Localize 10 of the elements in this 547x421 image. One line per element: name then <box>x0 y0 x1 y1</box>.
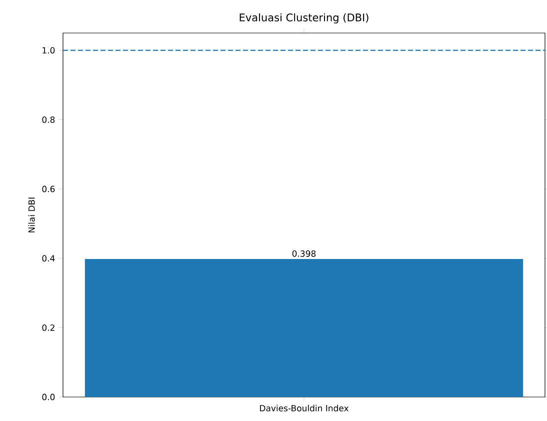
y-tick-label: 0.0 <box>42 394 55 400</box>
chart-title: Evaluasi Clustering (DBI) <box>240 13 368 24</box>
y-tick-label: 0.2 <box>42 324 54 331</box>
y-axis-title: Nilai DBI <box>28 198 35 232</box>
x-tick-label: Davies-Bouldin Index <box>260 404 349 412</box>
y-tick-label: 0.8 <box>42 116 55 123</box>
y-tick-label: 0.4 <box>42 255 55 262</box>
y-tick-label: 1.0 <box>42 47 55 54</box>
text: 0.398 <box>292 250 316 257</box>
y-tick-label: 0.6 <box>42 186 55 192</box>
